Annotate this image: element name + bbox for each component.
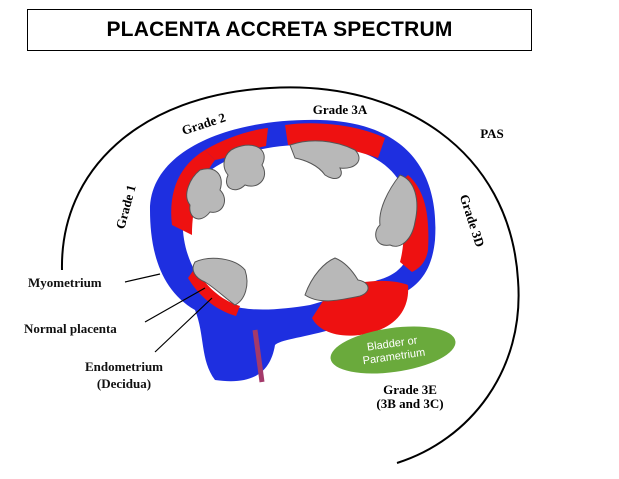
grade3a-label: Grade 3A <box>313 102 368 117</box>
villi-grade3d <box>375 174 418 247</box>
villi-normal <box>192 257 248 306</box>
placenta-grade3a <box>285 123 385 158</box>
placenta-grade2 <box>205 128 268 160</box>
grade2-label: Grade 2 <box>180 110 228 138</box>
grade3e-label-line1: Grade 3E <box>383 382 437 397</box>
villi-grade2 <box>223 144 266 191</box>
endometrium-label-line2: (Decidua) <box>97 376 151 391</box>
grade1-label: Grade 1 <box>113 183 139 230</box>
grade3d-label: Grade 3D <box>457 192 488 248</box>
villous-tissue <box>186 140 418 306</box>
decidua-stripe <box>252 329 265 383</box>
endometrium-pointer <box>154 297 213 353</box>
normal-placenta-pointer <box>144 287 206 323</box>
villi-grade3e <box>304 257 369 302</box>
myometrium-label: Myometrium <box>28 275 102 290</box>
villi-grade1 <box>186 168 225 220</box>
myometrium-pointer <box>124 273 161 283</box>
bladder-ellipse <box>330 326 456 374</box>
diagram-title: PLACENTA ACCRETA SPECTRUM <box>27 9 532 51</box>
endometrium-label-line1: Endometrium <box>85 359 163 374</box>
grade3e-label-line2: (3B and 3C) <box>376 396 443 411</box>
pas-outer-arc <box>60 86 520 464</box>
pas-label: PAS <box>480 126 504 141</box>
villi-grade3a <box>289 140 360 179</box>
normal-placenta-label: Normal placenta <box>24 321 117 336</box>
